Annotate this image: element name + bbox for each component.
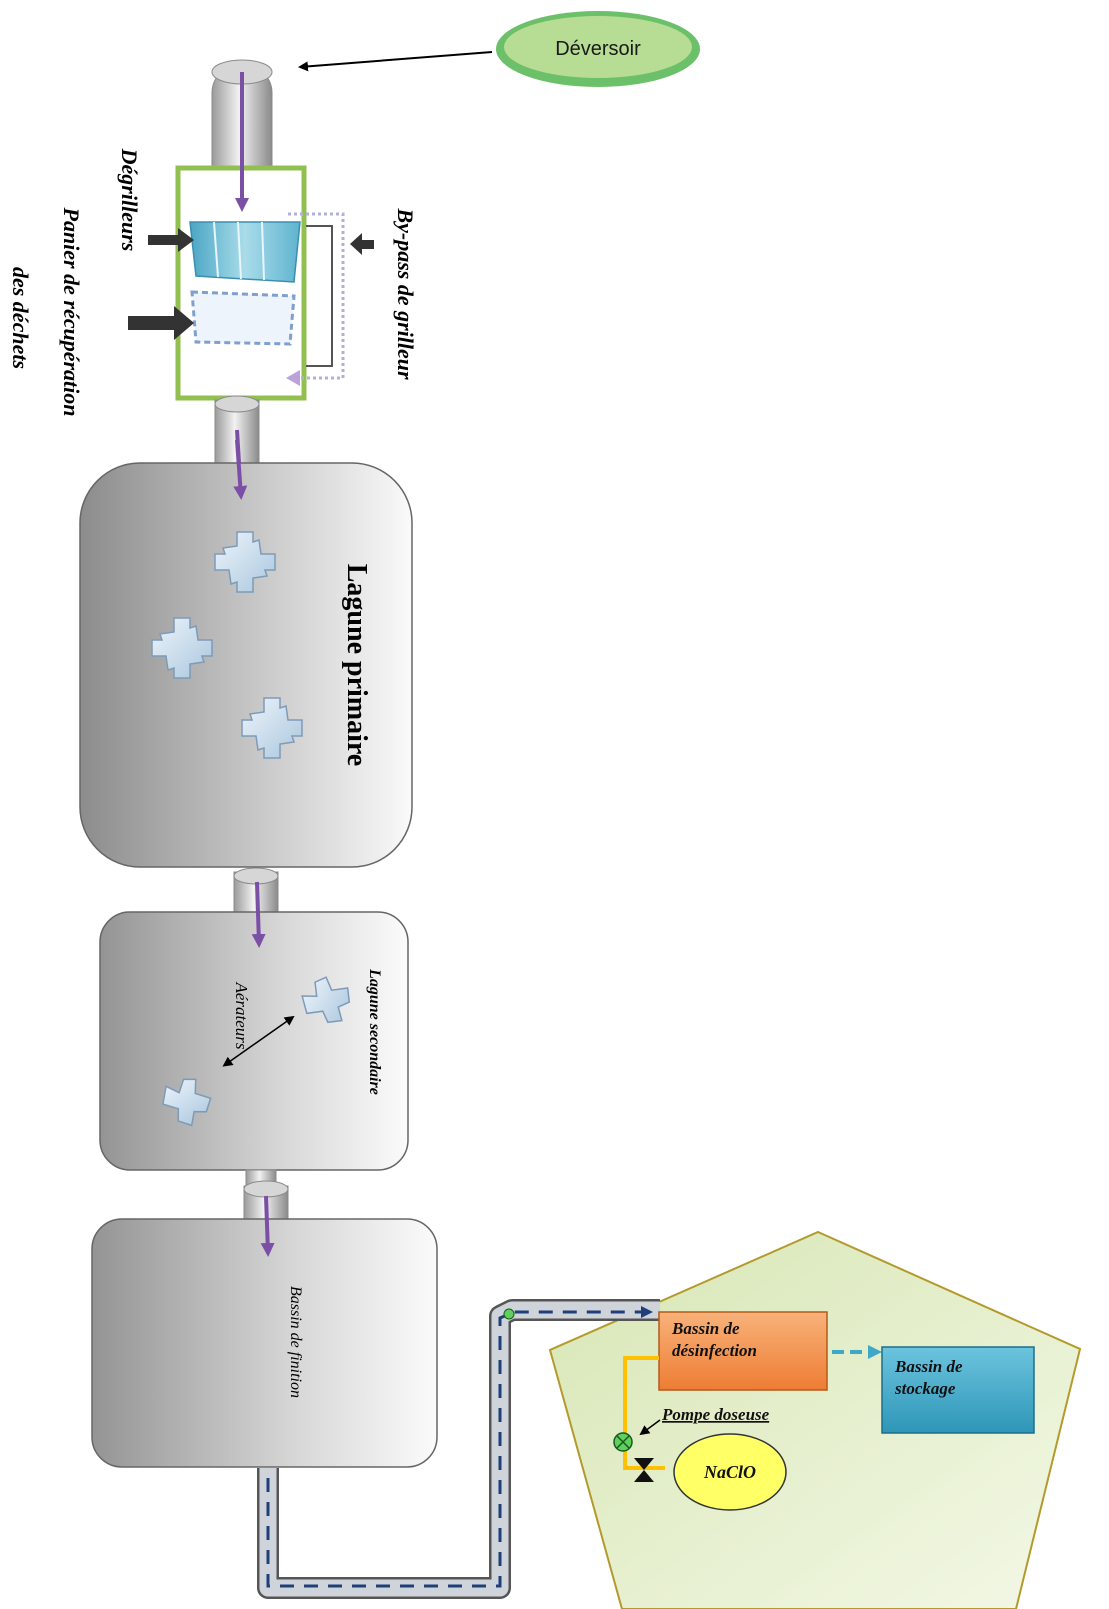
deversoir-label: Déversoir: [555, 38, 641, 60]
pompe-doseuse-label: Pompe doseuse: [661, 1405, 770, 1424]
aerator-icon: [301, 976, 351, 1024]
effluent-pipe: [257, 1299, 660, 1599]
panier-label-line1: Panier de récupération: [59, 207, 84, 417]
lagune-primaire-label: Lagune primaire: [341, 563, 372, 767]
finishing-basin: [91, 1218, 438, 1468]
deversoir-pointer-arrow: [298, 51, 493, 72]
valve-icon: [634, 1458, 654, 1482]
lagune-secondaire-label: Lagune secondaire: [366, 969, 383, 1095]
bypass-label: By-pass de grilleur: [393, 208, 418, 380]
degrilleurs-label: Dégrilleurs: [117, 148, 142, 252]
aerator-icon: [241, 697, 303, 759]
bar-screen: [189, 221, 301, 283]
bypass-channel: [286, 212, 345, 386]
aerator-icon: [214, 531, 276, 593]
screening-chamber: [175, 72, 345, 401]
aerator-icon: [162, 1078, 212, 1127]
bassin-stockage-line2: stockage: [895, 1379, 956, 1398]
bassin-stockage-label: Bassin de stockage: [895, 1356, 963, 1400]
finishing-inflow-arrow: [260, 1195, 275, 1257]
bassin-desinfection-label: Bassin de désinfection: [672, 1318, 757, 1362]
waste-basket: [190, 290, 296, 346]
primary-lagoon: [79, 462, 413, 868]
aerateurs-label: Aérateurs: [232, 982, 251, 1050]
bypass-pointer-arrow: [350, 233, 374, 255]
storage-basin: [881, 1346, 1035, 1434]
dosing-pump-icon: [613, 1432, 633, 1452]
secondary-lagoon: [99, 911, 409, 1171]
naclo-label: NaClO: [703, 1462, 756, 1482]
aerator-icon: [151, 617, 213, 679]
bassin-desinfection-line2: désinfection: [672, 1341, 757, 1360]
primary-inflow-arrow: [233, 439, 248, 500]
disinfection-basin: [658, 1311, 828, 1391]
panier-pointer-arrow: [128, 306, 194, 340]
naclo-tank: [673, 1433, 787, 1511]
degrilleurs-pointer-arrow: [148, 228, 194, 252]
pompe-pointer-arrow: [639, 1419, 661, 1436]
secondary-inflow-arrow: [251, 881, 266, 948]
bassin-finition-label: Bassin de finition: [287, 1286, 304, 1398]
bassin-stockage-line1: Bassin de: [895, 1357, 963, 1376]
bassin-desinfection-line1: Bassin de: [672, 1319, 740, 1338]
aerateurs-pointer: [222, 1015, 295, 1067]
deversoir-node: Déversoir: [496, 11, 700, 87]
panier-label-line2: des déchets: [8, 266, 33, 370]
